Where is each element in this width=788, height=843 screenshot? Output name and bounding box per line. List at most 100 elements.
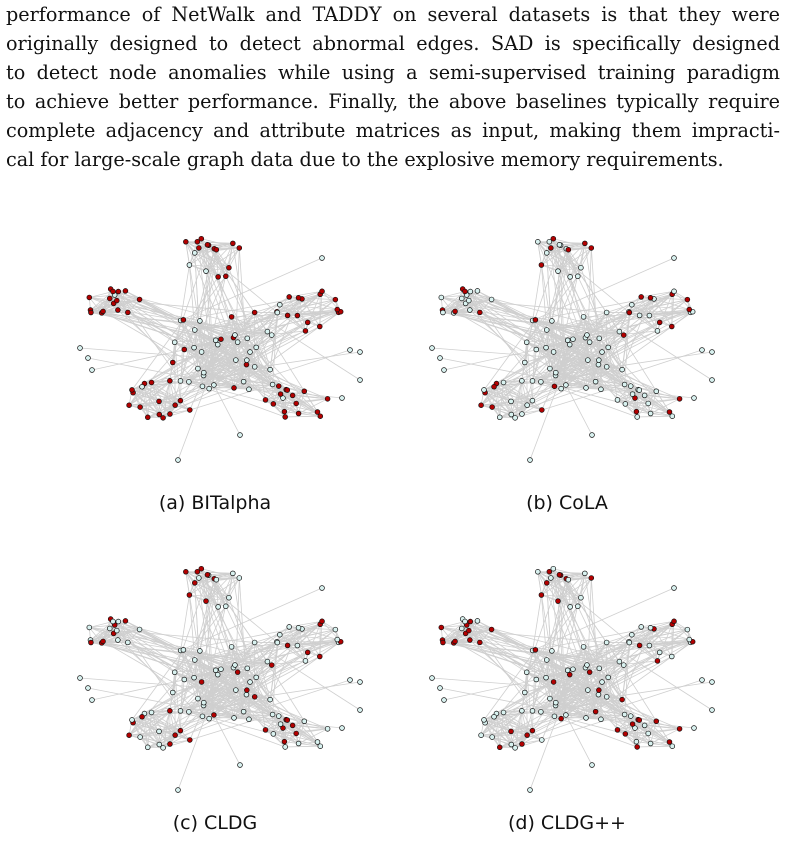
normal-node xyxy=(636,312,643,319)
anomalous-node xyxy=(656,319,663,326)
graph-edge xyxy=(650,297,690,310)
normal-node xyxy=(645,730,651,737)
graph-edge xyxy=(565,694,599,716)
graph-edge xyxy=(606,642,620,662)
anomalous-node xyxy=(223,273,229,280)
normal-node xyxy=(578,264,584,271)
graph-edge xyxy=(162,739,190,749)
graph-edge xyxy=(141,716,181,732)
graph-edge xyxy=(551,579,569,651)
graph-edge xyxy=(90,633,114,643)
normal-node xyxy=(533,676,540,683)
normal-node xyxy=(583,385,589,391)
graph-edge xyxy=(541,264,559,272)
graph-edge xyxy=(532,257,675,321)
normal-node xyxy=(201,699,207,706)
anomalous-node xyxy=(654,658,661,664)
normal-node xyxy=(538,709,544,715)
anomalous-node xyxy=(156,398,162,405)
graph-edge xyxy=(595,664,625,712)
anomalous-node xyxy=(270,401,277,407)
normal-node xyxy=(234,339,241,345)
anomalous-node xyxy=(466,627,472,634)
normal-node xyxy=(314,739,321,745)
anomalous-node xyxy=(669,323,675,330)
normal-node xyxy=(481,717,487,723)
graph-edge xyxy=(484,392,512,402)
normal-node xyxy=(535,569,541,575)
normal-node xyxy=(564,667,571,673)
anomalous-node xyxy=(289,392,296,399)
graph-edge xyxy=(555,705,602,720)
normal-node xyxy=(550,349,557,355)
anomalous-node xyxy=(172,402,178,408)
graph-plot xyxy=(429,565,715,793)
graph-edge xyxy=(557,267,581,272)
graph-edge xyxy=(110,618,202,683)
normal-node xyxy=(564,337,571,343)
normal-node xyxy=(481,387,487,393)
normal-node xyxy=(268,332,275,338)
graph-edge xyxy=(532,587,675,651)
normal-node xyxy=(191,250,198,256)
graph-edge xyxy=(174,320,201,343)
normal-node xyxy=(270,731,277,737)
normal-node xyxy=(584,332,590,338)
normal-node xyxy=(551,713,558,720)
graph-plot xyxy=(429,235,715,463)
normal-node xyxy=(653,388,660,394)
graph-edge xyxy=(301,628,321,657)
anomalous-node xyxy=(268,662,275,668)
graph-edge xyxy=(601,664,624,683)
anomalous-node xyxy=(440,639,446,646)
graph-edge xyxy=(235,689,266,731)
normal-node xyxy=(334,636,341,643)
graph-edge xyxy=(546,642,630,661)
graph-edge xyxy=(598,689,623,700)
normal-node xyxy=(197,648,203,654)
graph-edge xyxy=(254,620,323,643)
graph-edge xyxy=(228,597,257,678)
graph-edge xyxy=(277,299,336,313)
graph-edge xyxy=(510,710,523,745)
normal-node xyxy=(500,709,507,716)
normal-node xyxy=(115,618,122,625)
normal-node xyxy=(549,318,555,324)
graph-edge xyxy=(431,677,588,691)
normal-node xyxy=(616,328,623,335)
normal-node xyxy=(709,707,715,713)
graph-edge xyxy=(535,627,651,651)
graph-edge xyxy=(102,288,112,312)
graph-edge xyxy=(87,357,250,390)
graph-edge xyxy=(301,298,321,327)
graph-edge xyxy=(587,689,596,712)
graph-edge xyxy=(555,702,625,715)
graph-edge xyxy=(151,339,216,383)
normal-node xyxy=(629,301,635,308)
graph-edge xyxy=(158,710,171,745)
graph-edge xyxy=(454,288,464,312)
normal-node xyxy=(137,734,143,740)
graph-edge xyxy=(443,661,620,701)
graph-edge xyxy=(557,244,560,272)
graph-edge xyxy=(184,642,278,680)
graph-edge xyxy=(140,730,181,738)
anomalous-node xyxy=(586,669,593,675)
normal-node xyxy=(136,626,143,633)
graph-edge xyxy=(188,668,248,713)
graph-edge xyxy=(183,659,196,680)
graph-edge xyxy=(272,714,274,734)
graph-edge xyxy=(216,579,230,598)
anomalous-node xyxy=(529,727,536,734)
normal-node xyxy=(274,639,281,646)
anomalous-node xyxy=(145,414,151,421)
graph-edge xyxy=(231,316,248,339)
graph-edge xyxy=(128,659,196,736)
graph-edge xyxy=(601,334,624,353)
normal-node xyxy=(691,395,697,401)
normal-node xyxy=(595,361,602,368)
graph-edge xyxy=(102,618,112,642)
graph-edge xyxy=(514,739,542,749)
normal-node xyxy=(603,309,610,316)
graph-edge xyxy=(606,642,623,700)
